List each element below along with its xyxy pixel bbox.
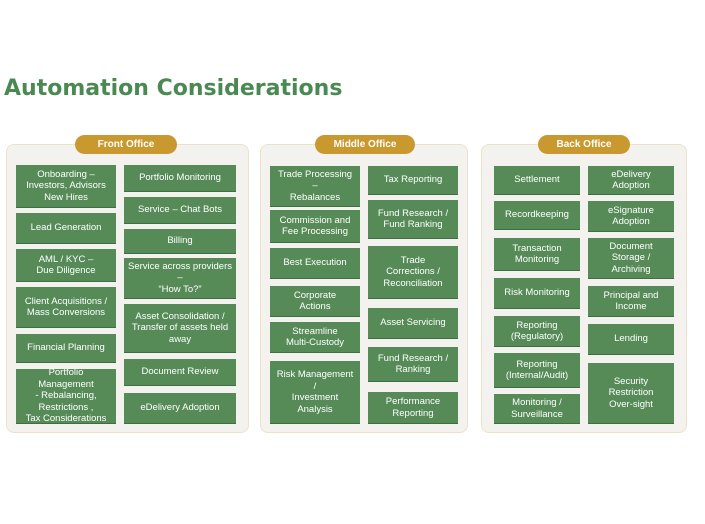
consideration-box: Monitoring / Surveillance (494, 394, 580, 423)
consideration-box: Lending (588, 324, 674, 354)
consideration-box: eSignature Adoption (588, 201, 674, 231)
consideration-box: Settlement (494, 166, 580, 194)
front-office-label: Front Office (75, 135, 177, 154)
consideration-box: Document Review (124, 359, 236, 385)
consideration-box: Fund Research / Fund Ranking (368, 200, 458, 238)
middle-office-label: Middle Office (315, 135, 415, 154)
consideration-box: Fund Research / Ranking (368, 347, 458, 381)
back-office-label: Back Office (538, 135, 630, 154)
consideration-box: Onboarding – Investors, Advisors New Hir… (16, 165, 116, 207)
consideration-box: Financial Planning (16, 334, 116, 362)
consideration-box: Security Restriction Over-sight (588, 363, 674, 423)
consideration-box: Tax Reporting (368, 166, 458, 194)
consideration-box: Risk Monitoring (494, 278, 580, 308)
consideration-box: Trade Corrections / Reconciliation (368, 246, 458, 298)
page-title: Automation Considerations (4, 76, 343, 101)
consideration-box: Billing (124, 229, 236, 253)
consideration-box: Commission and Fee Processing (270, 210, 360, 242)
consideration-box: Principal and Income (588, 286, 674, 316)
consideration-box: AML / KYC – Due Diligence (16, 249, 116, 281)
consideration-box: Best Execution (270, 248, 360, 278)
consideration-box: Streamline Multi-Custody (270, 322, 360, 352)
consideration-box: Transaction Monitoring (494, 238, 580, 270)
consideration-box: Client Acquisitions / Mass Conversions (16, 287, 116, 327)
consideration-box: Lead Generation (16, 213, 116, 243)
consideration-box: eDelivery Adoption (124, 393, 236, 423)
consideration-box: Document Storage / Archiving (588, 238, 674, 278)
consideration-box: Performance Reporting (368, 392, 458, 423)
consideration-box: eDelivery Adoption (588, 166, 674, 194)
consideration-box: Asset Servicing (368, 308, 458, 338)
consideration-box: Corporate Actions (270, 286, 360, 316)
consideration-box: Risk Management / Investment Analysis (270, 361, 360, 423)
consideration-box: Asset Consolidation / Transfer of assets… (124, 304, 236, 352)
consideration-box: Portfolio Management - Rebalancing, Rest… (16, 367, 116, 424)
consideration-box: Recordkeeping (494, 201, 580, 229)
consideration-box: Service across providers – “How To?” (124, 258, 236, 298)
consideration-box: Reporting (Internal/Audit) (494, 353, 580, 387)
consideration-box: Trade Processing – Rebalances (270, 166, 360, 206)
consideration-box: Reporting (Regulatory) (494, 316, 580, 346)
consideration-box: Service – Chat Bots (124, 197, 236, 223)
consideration-box: Portfolio Monitoring (124, 165, 236, 191)
